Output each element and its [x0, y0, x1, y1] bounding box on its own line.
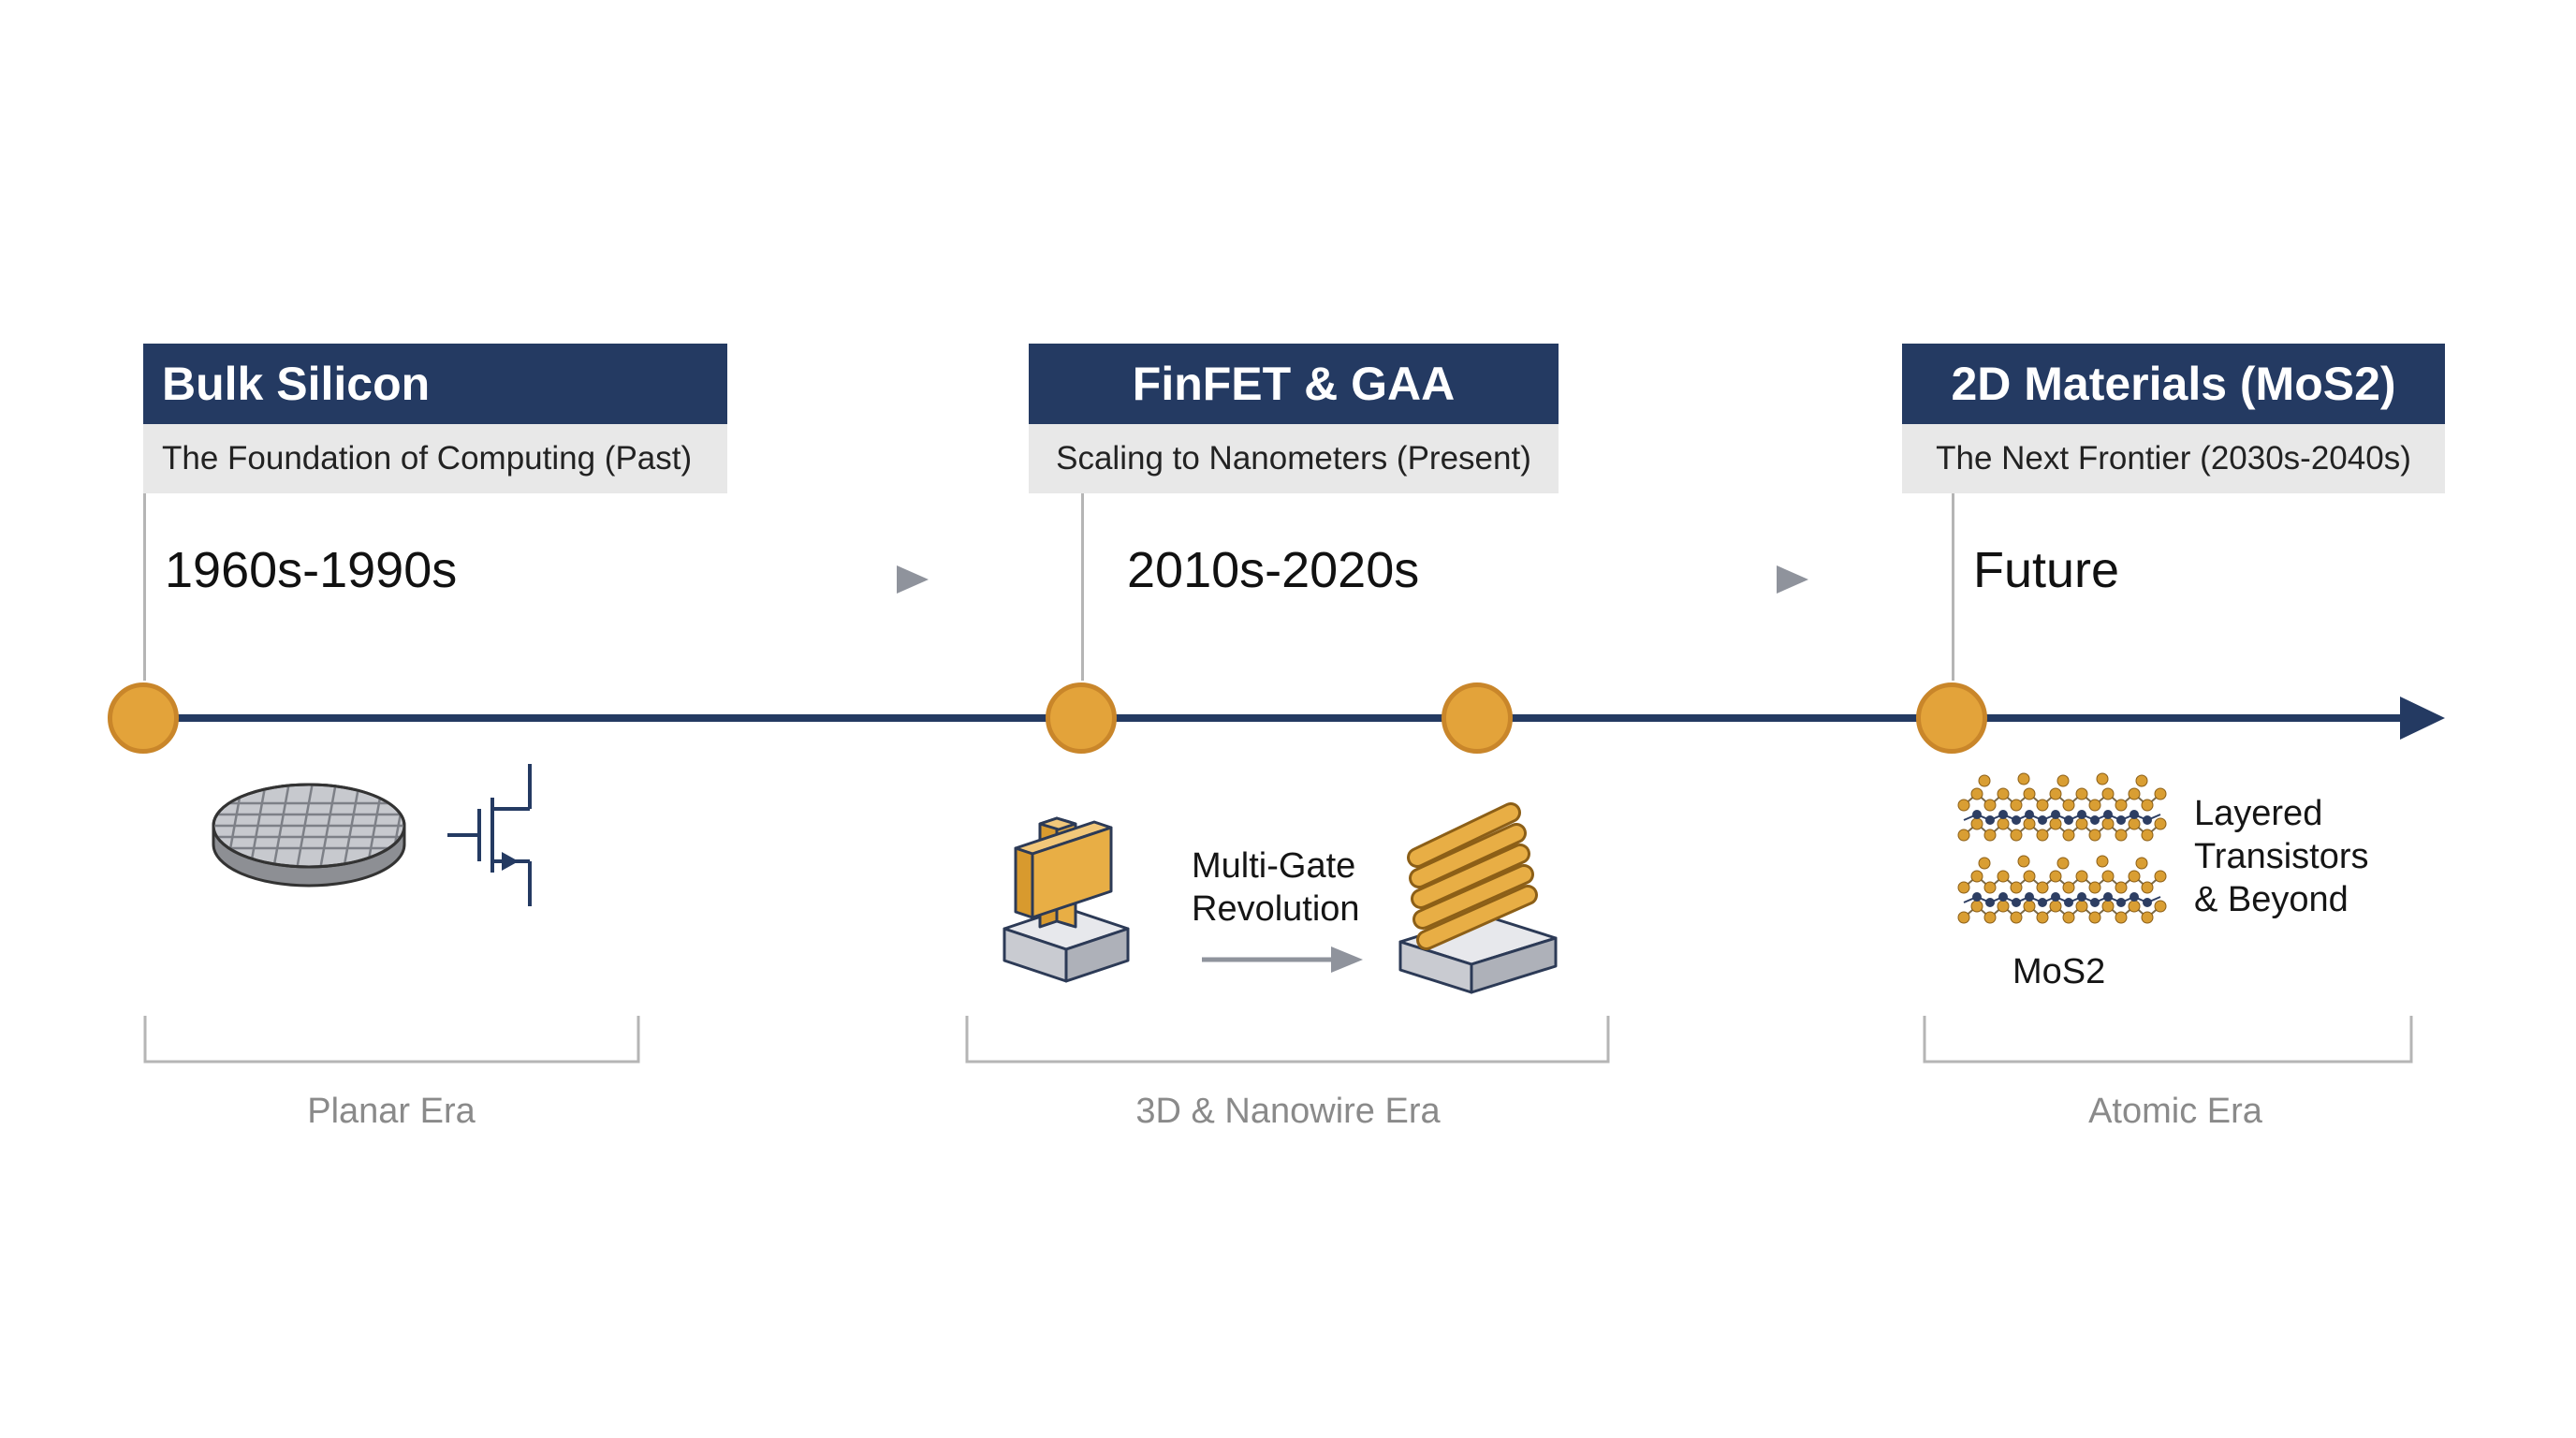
- period-label: Future: [1973, 542, 2120, 598]
- era-subtitle: The Next Frontier (2030s-2040s): [1902, 424, 2445, 493]
- layered-transistors-caption: Layered Transistors & Beyond: [2194, 792, 2369, 921]
- mos2-lattice-icon: [1957, 772, 2167, 924]
- finfet-icon: [1003, 816, 1130, 983]
- era-subtitle: Scaling to Nanometers (Present): [1029, 424, 1559, 493]
- timeline-axis: [143, 697, 2445, 740]
- era-card-bulk-silicon: Bulk Silicon The Foundation of Computing…: [143, 344, 727, 493]
- connector-line: [1952, 493, 1954, 681]
- silicon-wafer-icon: [212, 783, 406, 888]
- caption-line: Multi-Gate: [1192, 846, 1356, 886]
- milestone-dot: [1916, 682, 1987, 754]
- era-bracket: [143, 1016, 640, 1064]
- era-title: Bulk Silicon: [143, 344, 727, 424]
- progression-arrow: [769, 565, 929, 594]
- era-label: 3D & Nanowire Era: [1135, 1092, 1441, 1131]
- multi-gate-caption: Multi-Gate Revolution: [1192, 844, 1360, 931]
- period-label: 1960s-1990s: [165, 542, 458, 598]
- connector-line: [1081, 493, 1084, 681]
- transistor-symbol-icon: [447, 764, 532, 906]
- era-card-finfet-gaa: FinFET & GAA Scaling to Nanometers (Pres…: [1029, 344, 1559, 493]
- era-label: Planar Era: [307, 1092, 476, 1131]
- era-bracket: [1923, 1016, 2413, 1064]
- period-label: 2010s-2020s: [1127, 542, 1420, 598]
- era-title: 2D Materials (MoS2): [1902, 344, 2445, 424]
- era-title: FinFET & GAA: [1029, 344, 1559, 424]
- gaa-nanowire-icon: [1398, 802, 1558, 994]
- caption-line: & Beyond: [2194, 880, 2349, 919]
- caption-line: Layered: [2194, 794, 2323, 833]
- progression-arrow: [1649, 565, 1808, 594]
- mos2-label: MoS2: [2012, 952, 2106, 991]
- milestone-dot: [1442, 682, 1513, 754]
- connector-line: [143, 493, 146, 681]
- progression-arrow: [1202, 946, 1363, 973]
- era-label: Atomic Era: [2088, 1092, 2262, 1131]
- era-card-2d-materials: 2D Materials (MoS2) The Next Frontier (2…: [1902, 344, 2445, 493]
- milestone-dot: [1046, 682, 1117, 754]
- era-bracket: [965, 1016, 1610, 1064]
- caption-line: Transistors: [2194, 837, 2369, 876]
- caption-line: Revolution: [1192, 889, 1360, 929]
- era-subtitle: The Foundation of Computing (Past): [143, 424, 727, 493]
- milestone-dot: [108, 682, 179, 754]
